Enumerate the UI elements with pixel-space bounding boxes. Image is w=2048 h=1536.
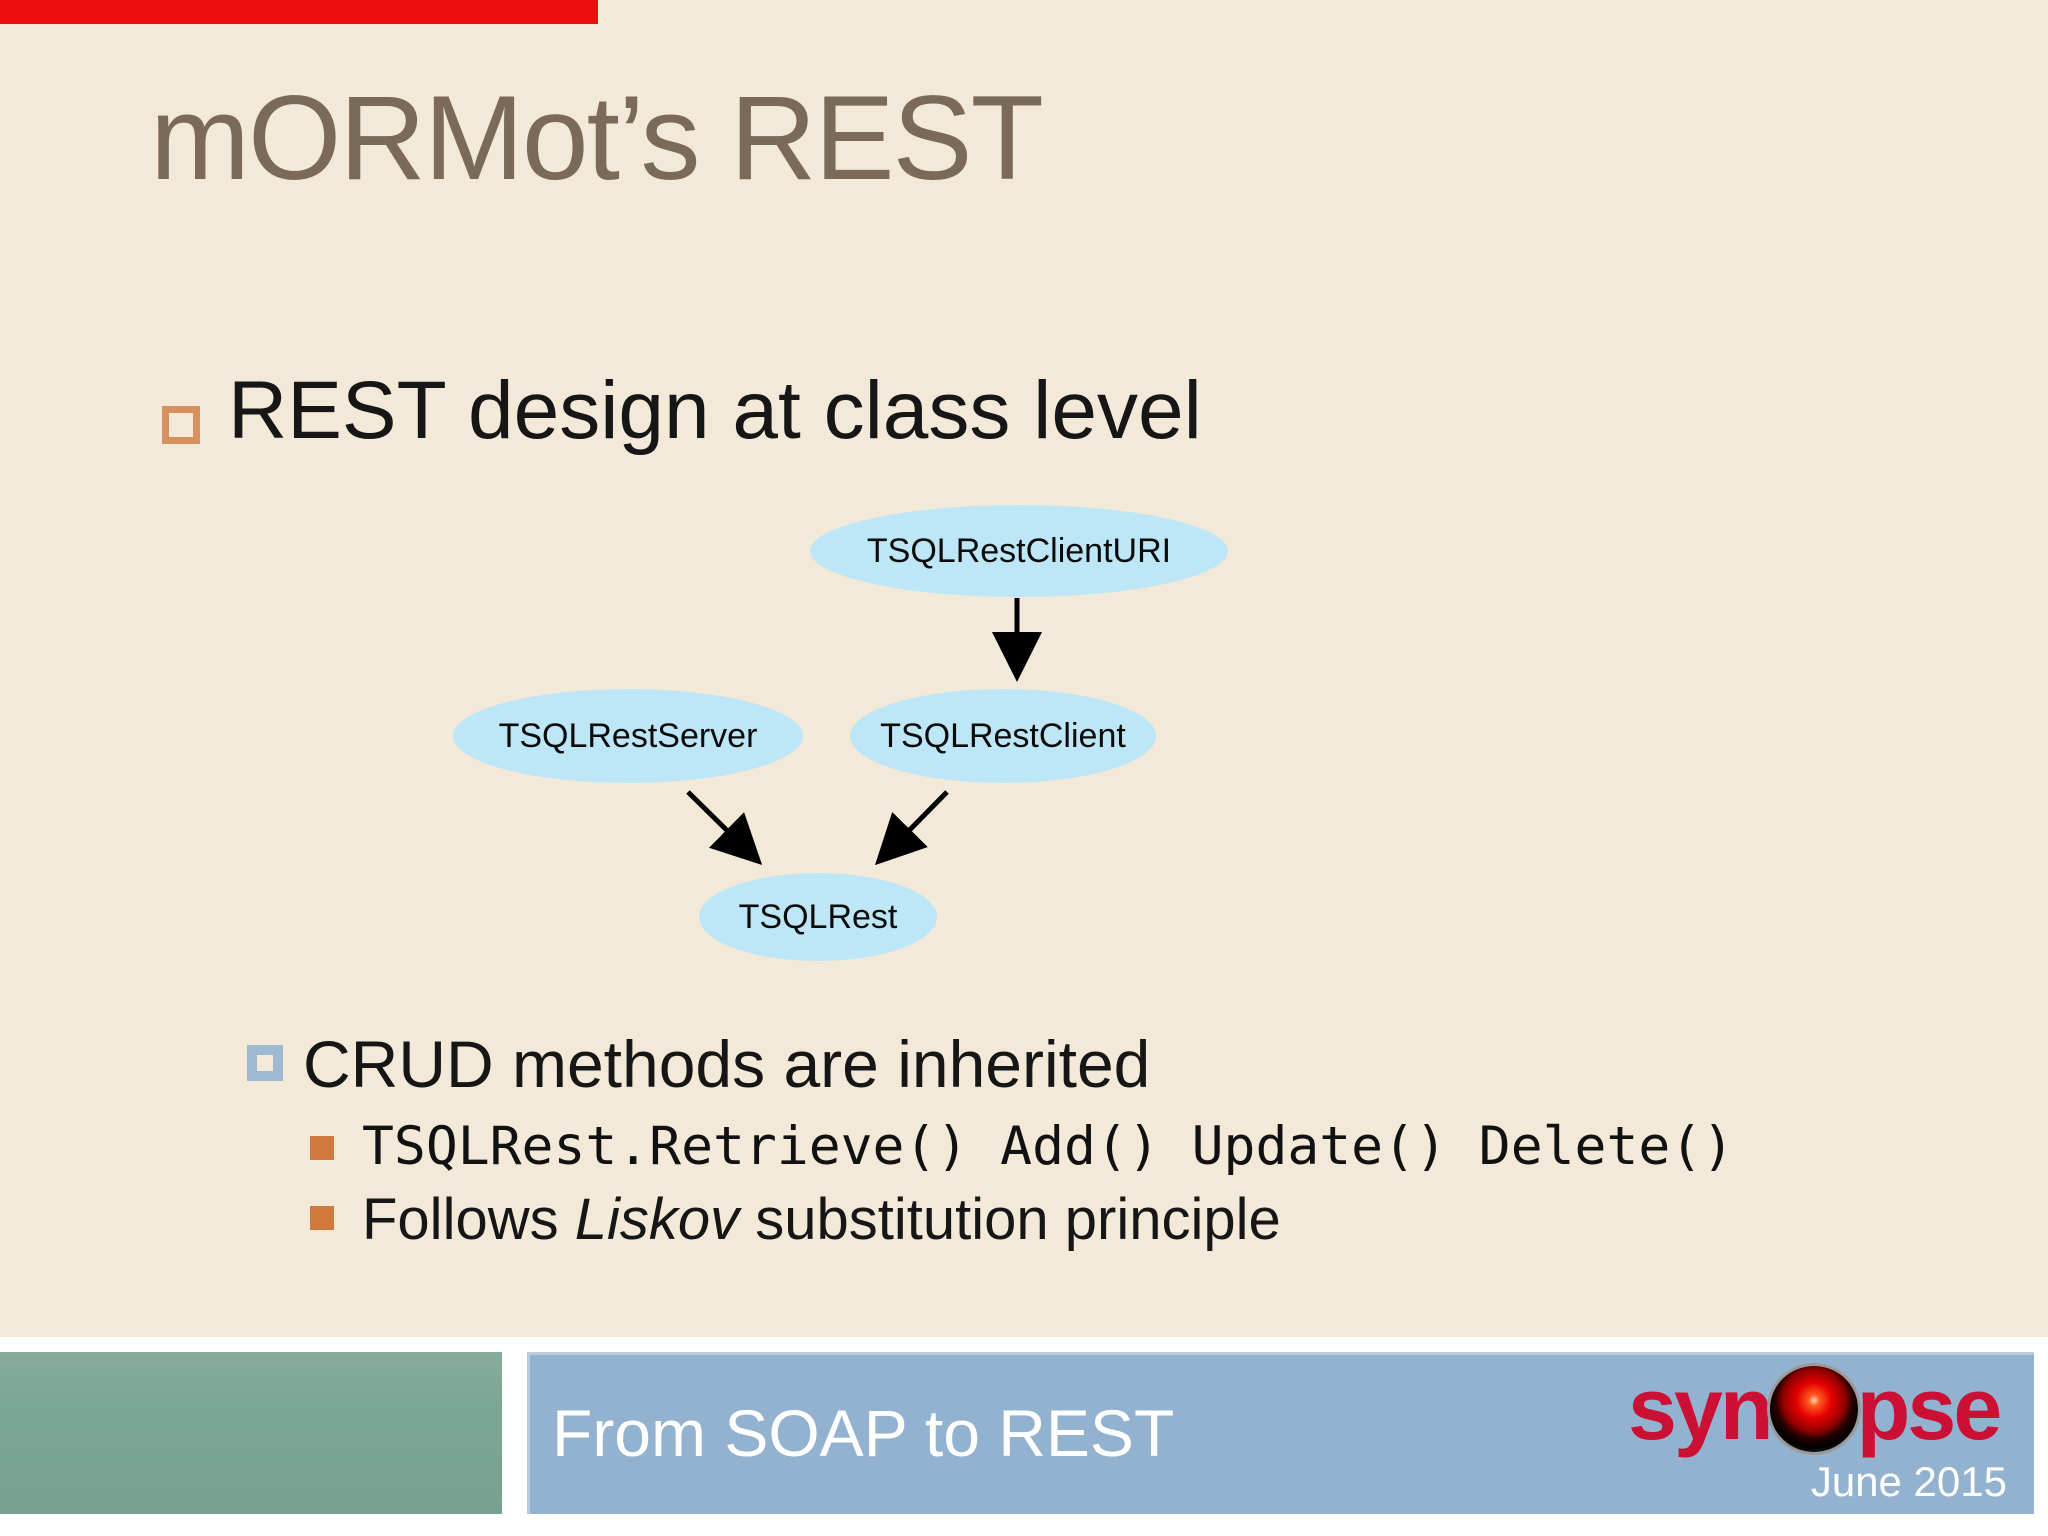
slide-background: mORMot’s REST REST design at class level…: [0, 0, 2048, 1337]
footer-green-block: [0, 1352, 502, 1514]
liskov-prefix: Follows: [362, 1187, 575, 1252]
node-label: TSQLRest: [738, 897, 898, 936]
liskov-suffix: substitution principle: [739, 1187, 1281, 1252]
node-label: TSQLRestServer: [498, 716, 758, 755]
diagram-node-tsqlrestserver: TSQLRestServer: [453, 689, 803, 783]
diagram-node-tsqlrestclienturi: TSQLRestClientURI: [810, 505, 1228, 597]
bullet-code-line: TSQLRest.Retrieve() Add() Update() Delet…: [362, 1116, 1735, 1177]
node-label: TSQLRestClientURI: [866, 531, 1172, 570]
liskov-emphasis: Liskov: [574, 1187, 740, 1252]
arrow-server-to-rest: [686, 790, 763, 866]
footer-date: June 2015: [1810, 1458, 2007, 1505]
bullet-crud-heading: CRUD methods are inherited: [303, 1027, 1151, 1101]
orange-outline-square-bullet-icon: [162, 406, 200, 444]
node-label: TSQLRestClient: [880, 716, 1126, 755]
logo-text-pse: pse: [1856, 1359, 2003, 1458]
logo-text-syn: syn: [1628, 1359, 1774, 1458]
top-red-stripe: [0, 0, 598, 24]
hal-eye-icon: [1766, 1363, 1861, 1455]
diagram-node-tsqlrest: TSQLRest: [699, 873, 937, 961]
synopse-logo: syn pse: [1628, 1356, 2003, 1462]
footer-presentation-title: From SOAP to REST: [552, 1396, 1175, 1470]
slide-title: mORMot’s REST: [150, 71, 1044, 205]
orange-square-bullet-icon: [310, 1136, 334, 1160]
arrow-client-to-rest: [874, 790, 949, 866]
blue-square-bullet-icon: [247, 1045, 283, 1081]
diagram-node-tsqlrestclient: TSQLRestClient: [850, 689, 1156, 783]
diagram-arrows: [686, 598, 1042, 866]
orange-square-bullet-icon: [310, 1206, 334, 1230]
bullet-liskov: Follows Liskov substitution principle: [362, 1186, 1281, 1253]
bullet-rest-design: REST design at class level: [228, 365, 1202, 456]
